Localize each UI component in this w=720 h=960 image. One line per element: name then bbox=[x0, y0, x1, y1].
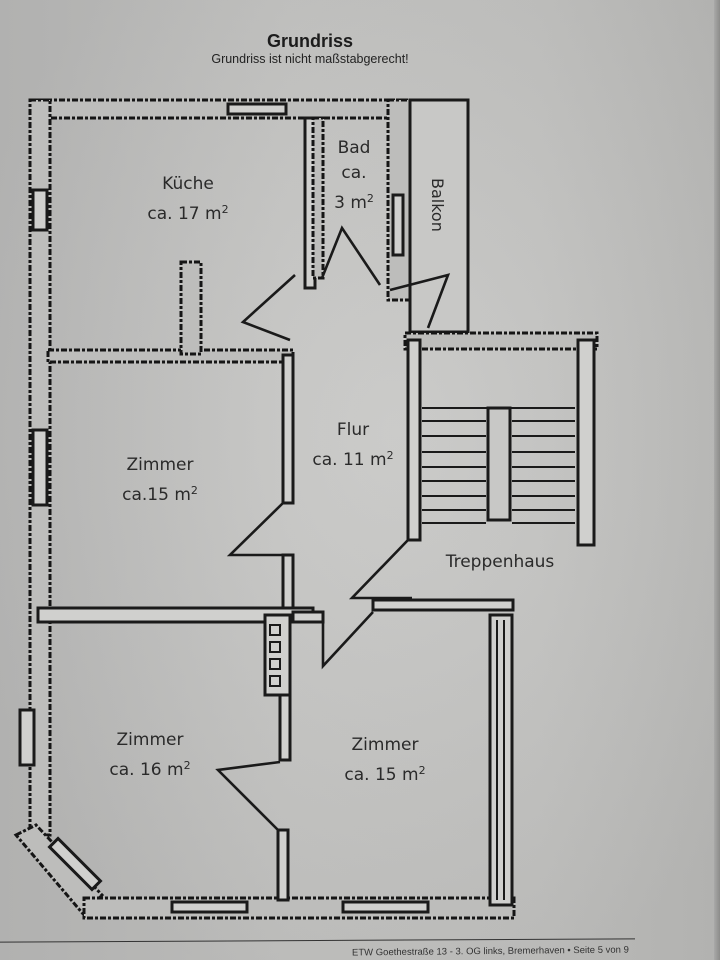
window-bottom-2 bbox=[341, 900, 430, 914]
room-bad: Bad ca. 3 m2 bbox=[322, 136, 386, 216]
room-zimmer-bottom-right-area-line: ca. 15 m2 bbox=[325, 758, 445, 788]
room-zimmer-bottom-right-name: Zimmer bbox=[351, 735, 419, 755]
room-treppenhaus-name: Treppenhaus bbox=[445, 552, 555, 572]
room-flur-unit: 2 bbox=[386, 449, 394, 462]
room-zimmer-mid-left-name: Zimmer bbox=[126, 455, 194, 475]
window-left-2 bbox=[31, 428, 49, 507]
wall-entrance-sill bbox=[371, 598, 515, 612]
door-zimmer-mid bbox=[226, 502, 290, 557]
wall-right-lower bbox=[488, 613, 514, 907]
stair-well-center bbox=[486, 406, 512, 522]
window-left-1 bbox=[31, 188, 49, 232]
room-flur-area: ca. 11 m bbox=[312, 450, 387, 470]
room-bad-unit: 2 bbox=[366, 192, 374, 205]
room-bad-area-line: 3 m2 bbox=[322, 186, 386, 216]
wall-bottom-divider-low bbox=[276, 828, 290, 902]
room-zimmer-bottom-left: Zimmer ca. 16 m2 bbox=[90, 728, 210, 783]
room-zimmer-mid-left-area: ca.15 m bbox=[122, 485, 191, 505]
door-entrance bbox=[348, 539, 412, 600]
room-zimmer-bottom-right: Zimmer ca. 15 m2 bbox=[325, 733, 445, 788]
balkon-outline bbox=[408, 98, 470, 334]
window-top bbox=[226, 102, 288, 116]
door-bad bbox=[320, 225, 382, 286]
room-kueche: Küche ca. 17 m2 bbox=[128, 172, 248, 227]
room-zimmer-bottom-left-area: ca. 16 m bbox=[109, 760, 184, 780]
room-balkon: Balkon bbox=[428, 178, 447, 232]
document-header: Grundriss Grundriss ist nicht maßstabger… bbox=[0, 30, 620, 67]
window-left-3 bbox=[18, 708, 36, 767]
room-zimmer-bottom-right-area: ca. 15 m bbox=[344, 765, 419, 785]
room-zimmer-bottom-left-name: Zimmer bbox=[116, 730, 184, 750]
wall-flur-left-lower bbox=[281, 553, 295, 612]
page-subtitle: Grundriss ist nicht maßstabgerecht! bbox=[211, 52, 409, 66]
room-kueche-area-line: ca. 17 m2 bbox=[128, 197, 248, 227]
wall-stair-left bbox=[406, 338, 422, 542]
door-zimmer-right bbox=[321, 611, 374, 670]
wall-kitchen-bottom bbox=[46, 348, 295, 364]
window-bay bbox=[47, 836, 103, 892]
room-zimmer-bottom-right-unit: 2 bbox=[418, 764, 426, 777]
room-zimmer-mid-left-area-line: ca.15 m2 bbox=[100, 478, 220, 508]
door-kitchen bbox=[240, 274, 296, 342]
shaft-boxes bbox=[269, 624, 281, 687]
wall-bottom-divider-top bbox=[263, 613, 292, 697]
room-bad-area: 3 m bbox=[334, 193, 367, 213]
wall-flur-left bbox=[281, 353, 295, 505]
door-balkon bbox=[389, 273, 451, 329]
window-bottom-1 bbox=[170, 900, 249, 914]
wall-bottom bbox=[82, 896, 516, 920]
page-title: Grundriss bbox=[266, 31, 354, 51]
window-bad bbox=[391, 193, 405, 257]
wall-zimmer-right-top bbox=[291, 610, 325, 624]
wall-stair-right bbox=[576, 338, 596, 547]
room-kueche-name: Küche bbox=[162, 174, 214, 194]
chimney bbox=[179, 260, 203, 356]
door-zimmer-bottom-left bbox=[215, 760, 281, 831]
wall-bad-left bbox=[311, 116, 325, 280]
room-bad-line2: ca. bbox=[341, 163, 367, 183]
room-treppenhaus: Treppenhaus bbox=[430, 550, 570, 575]
room-kueche-area: ca. 17 m bbox=[147, 204, 222, 224]
room-flur-name: Flur bbox=[336, 420, 370, 440]
wall-bottom-divider-mid bbox=[278, 693, 292, 762]
room-zimmer-mid-left-unit: 2 bbox=[190, 484, 198, 497]
stairs-left bbox=[422, 420, 486, 524]
wall-bay bbox=[13, 823, 105, 918]
wall-stair-top bbox=[403, 331, 599, 351]
room-zimmer-bottom-left-unit: 2 bbox=[183, 759, 191, 772]
room-zimmer-bottom-left-area-line: ca. 16 m2 bbox=[90, 753, 210, 783]
page-edge-shadow bbox=[714, 0, 720, 960]
room-flur-area-line: ca. 11 m2 bbox=[298, 443, 408, 473]
room-kueche-unit: 2 bbox=[221, 203, 229, 216]
room-zimmer-mid-left: Zimmer ca.15 m2 bbox=[100, 453, 220, 508]
wall-top bbox=[31, 98, 415, 120]
room-bad-name: Bad bbox=[337, 138, 371, 158]
room-flur: Flur ca. 11 m2 bbox=[298, 418, 408, 473]
stairs-right bbox=[512, 420, 575, 524]
